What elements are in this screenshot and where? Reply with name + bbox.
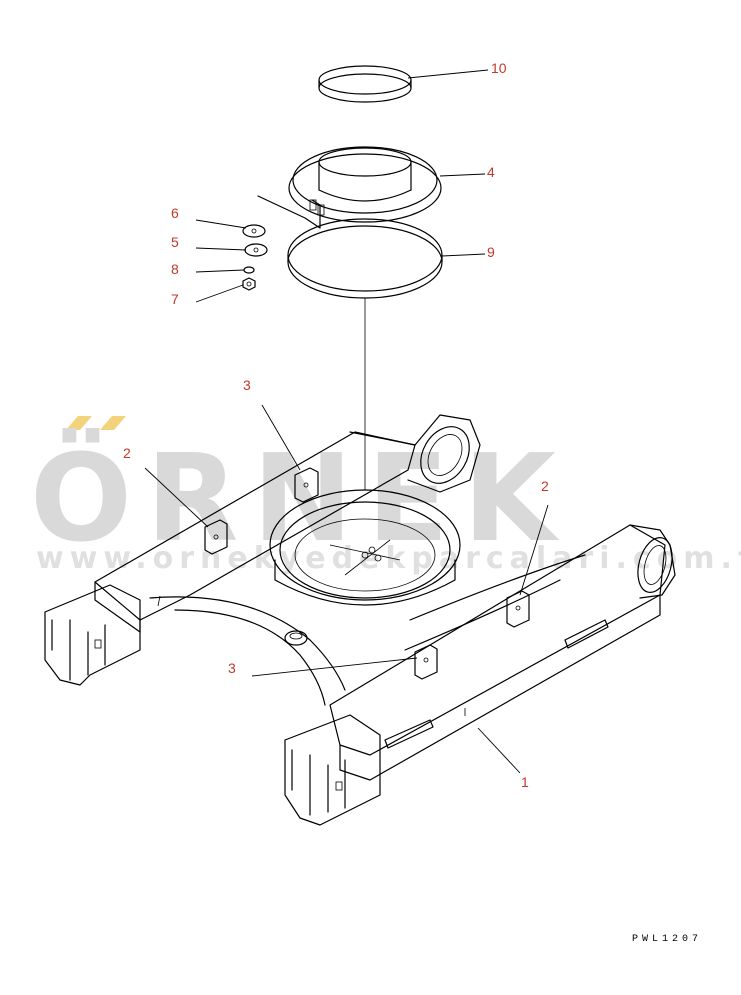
bolt-bracket xyxy=(257,195,325,229)
label-9: 9 xyxy=(487,244,495,260)
part-labels: 10 4 9 6 5 8 7 3 2 2 3 1 xyxy=(123,60,549,790)
label-7: 7 xyxy=(171,291,179,307)
watermark: ÖRNEK www.ornekyedekparcalari.com.tr xyxy=(30,416,741,576)
label-5: 5 xyxy=(171,234,179,250)
bracket-3-top xyxy=(294,467,319,503)
watermark-accent-left xyxy=(66,416,92,430)
part-9-seal xyxy=(287,218,443,299)
leader-lines xyxy=(144,69,549,774)
drawing-code: PWL1207 xyxy=(632,934,702,945)
watermark-accent-right xyxy=(100,416,126,430)
watermark-brand: ÖRNEK xyxy=(30,429,570,569)
watermark-url: www.ornekyedekparcalari.com.tr xyxy=(36,541,741,576)
bracket-2-right xyxy=(506,590,530,628)
part-8-washer xyxy=(243,266,255,274)
label-1: 1 xyxy=(521,774,529,790)
label-2-right: 2 xyxy=(541,478,549,494)
label-4: 4 xyxy=(487,164,495,180)
label-10: 10 xyxy=(491,60,507,76)
part-7-nut xyxy=(242,277,256,291)
part-10-ring xyxy=(318,65,412,103)
part-4-center-joint xyxy=(288,146,442,223)
part-5-plate xyxy=(244,243,268,257)
rear-left-housing xyxy=(349,414,481,493)
rear-right-housing xyxy=(629,524,676,599)
swing-circle xyxy=(269,489,461,606)
label-3-bottom: 3 xyxy=(228,660,236,676)
bracket-2-left xyxy=(204,519,228,555)
label-3-top: 3 xyxy=(243,377,251,393)
label-2-left: 2 xyxy=(123,445,131,461)
part-1-track-frame xyxy=(44,431,666,826)
part-6-plate xyxy=(242,224,266,238)
label-8: 8 xyxy=(171,261,179,277)
bracket-3-bottom xyxy=(414,644,438,680)
label-6: 6 xyxy=(171,205,179,221)
